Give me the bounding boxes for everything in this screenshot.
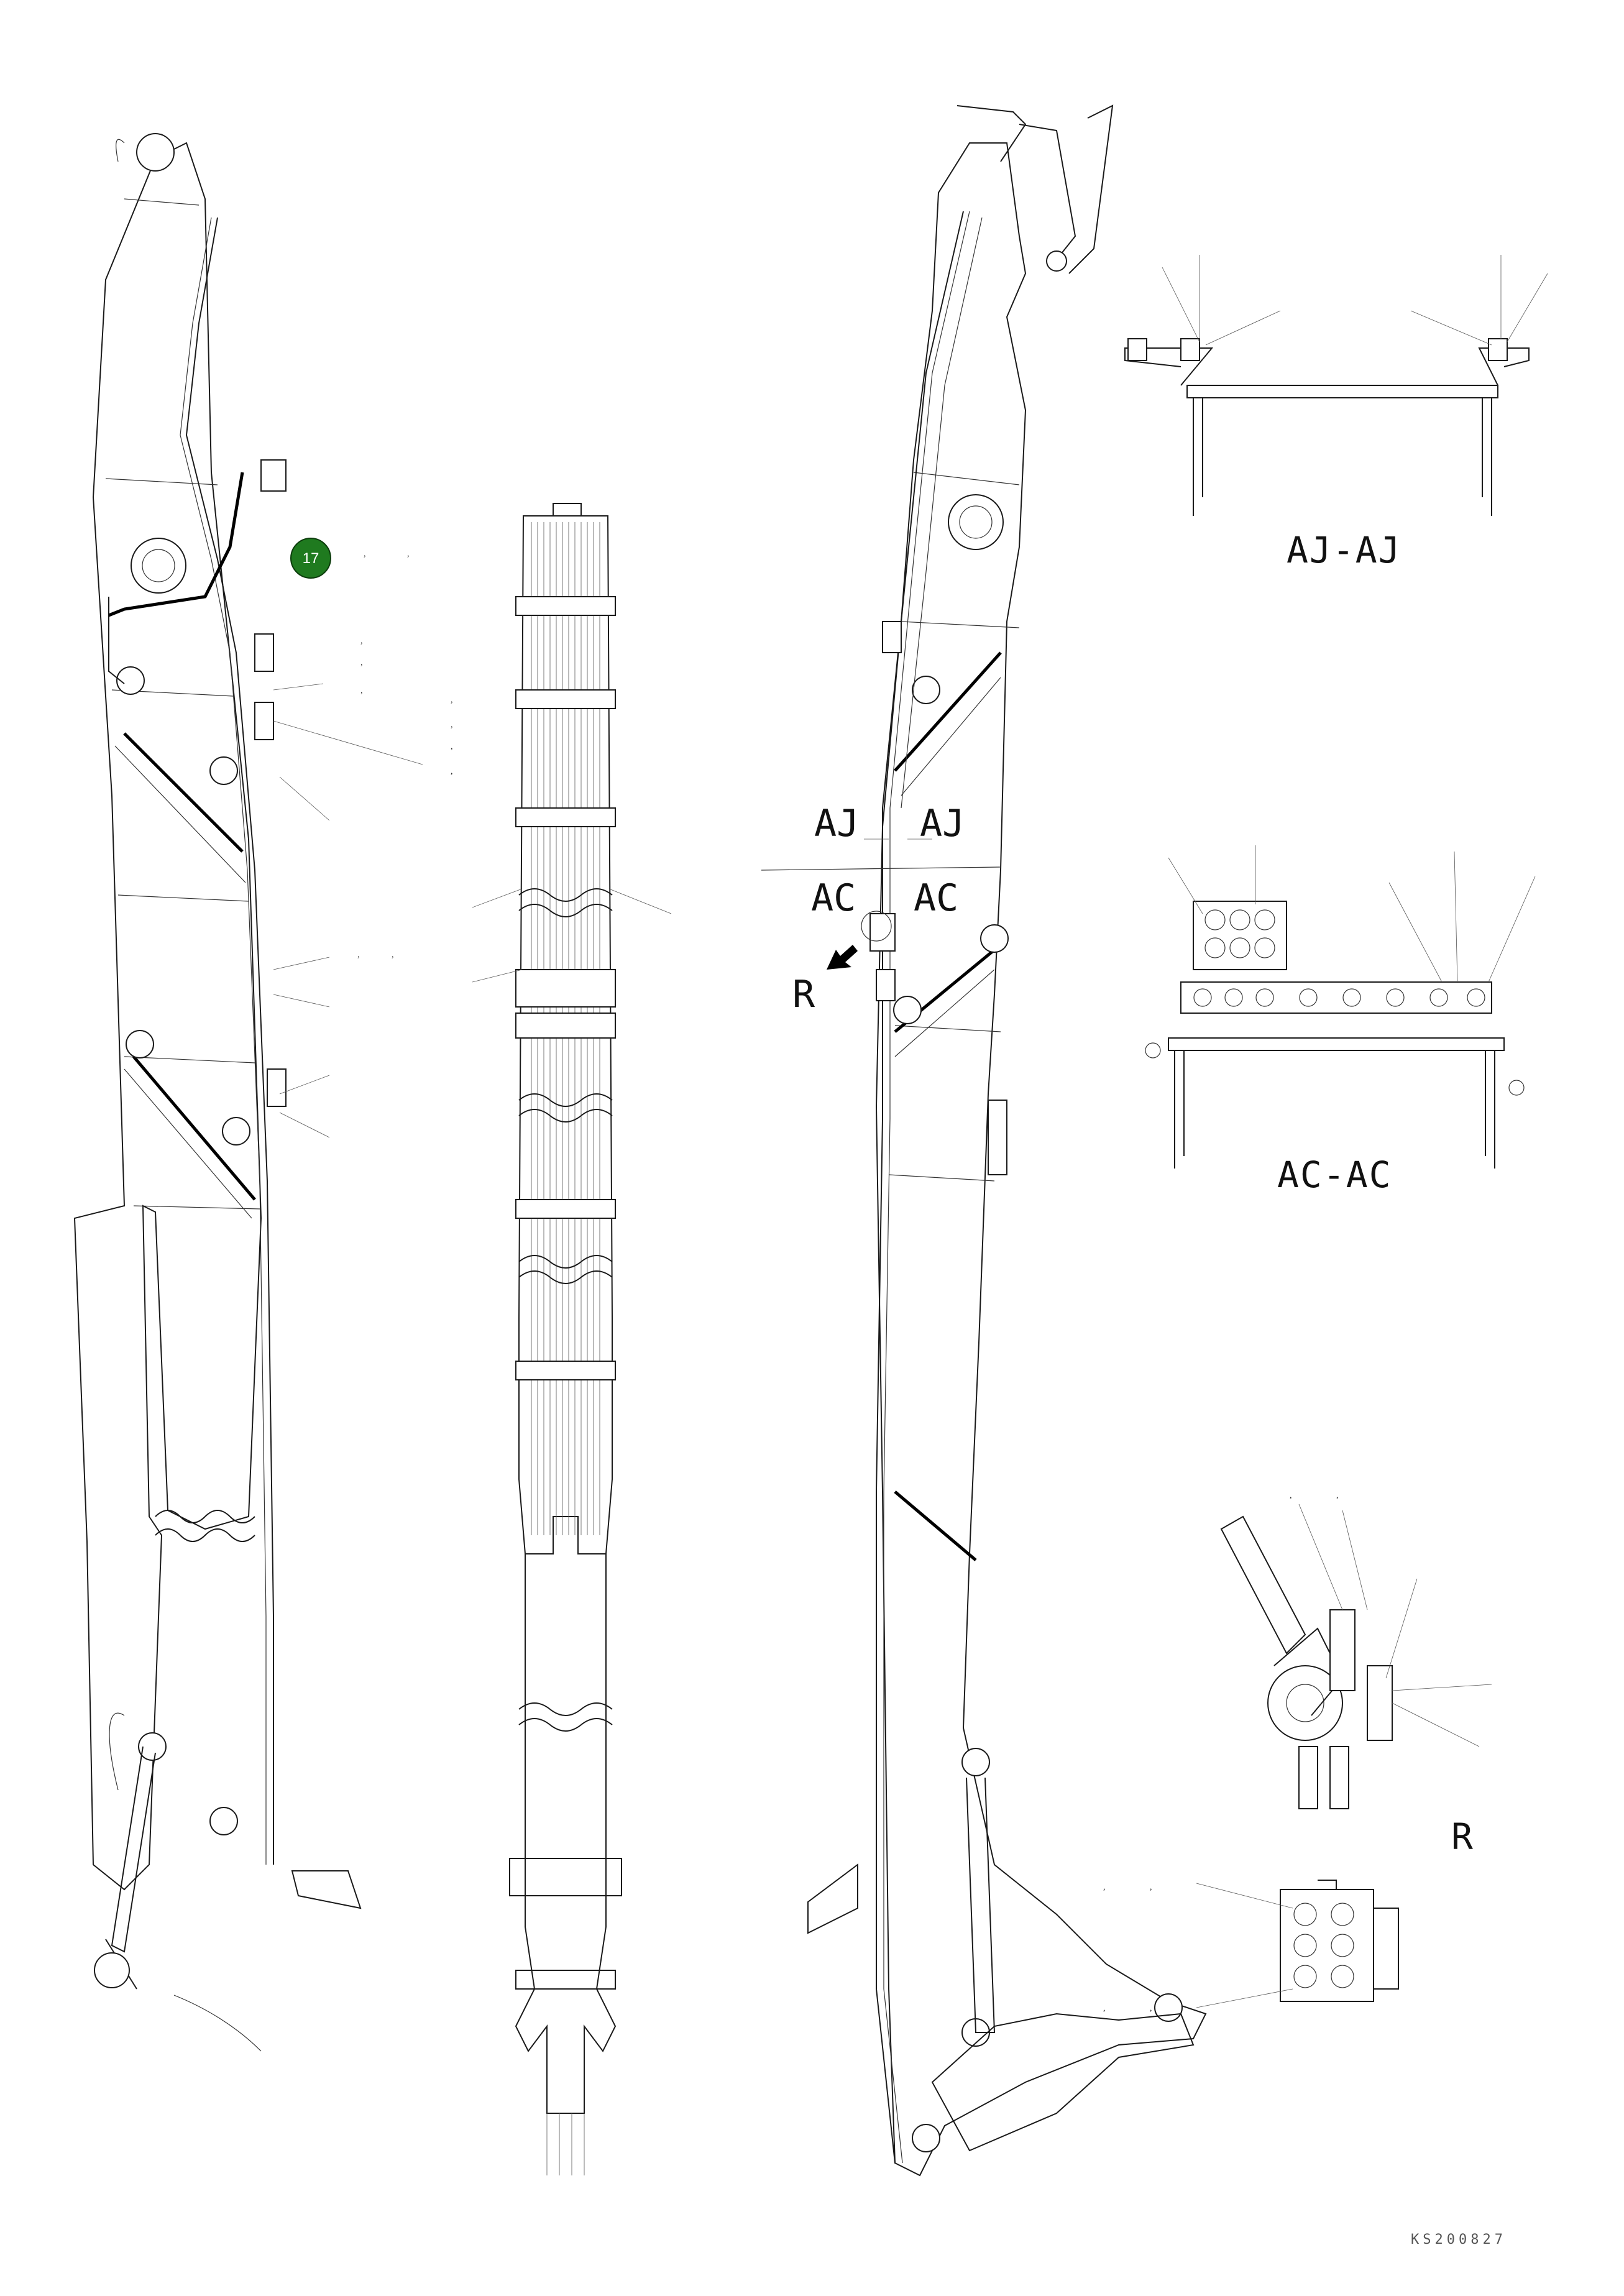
section-label-aj-left: AJ bbox=[814, 802, 859, 845]
leader-ticks-block: ,, ,, bbox=[1103, 1883, 1152, 2013]
view-label-r: R bbox=[792, 973, 815, 1016]
section-label-aj-right: AJ bbox=[920, 802, 965, 845]
section-label-ac-right: AC bbox=[914, 876, 958, 920]
leader-ticks-r: ,, bbox=[1290, 1491, 1339, 1500]
svg-text:,: , bbox=[1150, 1883, 1152, 1892]
svg-text:,: , bbox=[360, 658, 363, 668]
svg-text:,: , bbox=[364, 549, 366, 559]
svg-text:,: , bbox=[1290, 1491, 1292, 1500]
r-view-arrow-icon bbox=[827, 945, 858, 970]
hose-block-detail bbox=[1196, 1880, 1399, 2008]
arm-side-view-left bbox=[73, 133, 423, 2052]
callout-badge bbox=[290, 538, 331, 579]
section-cut-labels: AJ AJ AC AC R bbox=[792, 802, 965, 1016]
view-r-detail bbox=[1220, 1504, 1492, 1809]
svg-text:,: , bbox=[407, 549, 410, 559]
section-label-ac-left: AC bbox=[811, 876, 856, 920]
arm-side-view-right bbox=[761, 104, 1207, 2177]
svg-text:,: , bbox=[357, 950, 360, 960]
section-title-ac-ac: AC-AC bbox=[1277, 1154, 1392, 1196]
svg-text:,: , bbox=[1103, 1883, 1106, 1892]
svg-text:,: , bbox=[451, 720, 453, 730]
view-title-r: R bbox=[1451, 1816, 1474, 1858]
drawing-code: KS200827 bbox=[1411, 2232, 1507, 2248]
svg-text:,: , bbox=[360, 636, 363, 646]
part-callout-17[interactable]: 17 bbox=[290, 538, 331, 579]
svg-text:,: , bbox=[360, 686, 363, 696]
svg-text:,: , bbox=[1336, 1491, 1339, 1500]
callout-number: 17 bbox=[303, 550, 319, 567]
leader-ticks-left: ,, , , , , , , , ,, bbox=[357, 549, 453, 960]
svg-text:,: , bbox=[392, 950, 394, 960]
section-ac-ac bbox=[1145, 845, 1536, 1169]
svg-text:,: , bbox=[451, 767, 453, 776]
arm-top-view-center bbox=[472, 503, 672, 2175]
svg-text:,: , bbox=[451, 696, 453, 705]
svg-text:,: , bbox=[1150, 2004, 1152, 2013]
section-title-aj-aj: AJ-AJ bbox=[1287, 529, 1402, 571]
svg-text:,: , bbox=[1103, 2004, 1106, 2013]
svg-text:,: , bbox=[451, 742, 453, 751]
section-aj-aj bbox=[1124, 255, 1548, 516]
